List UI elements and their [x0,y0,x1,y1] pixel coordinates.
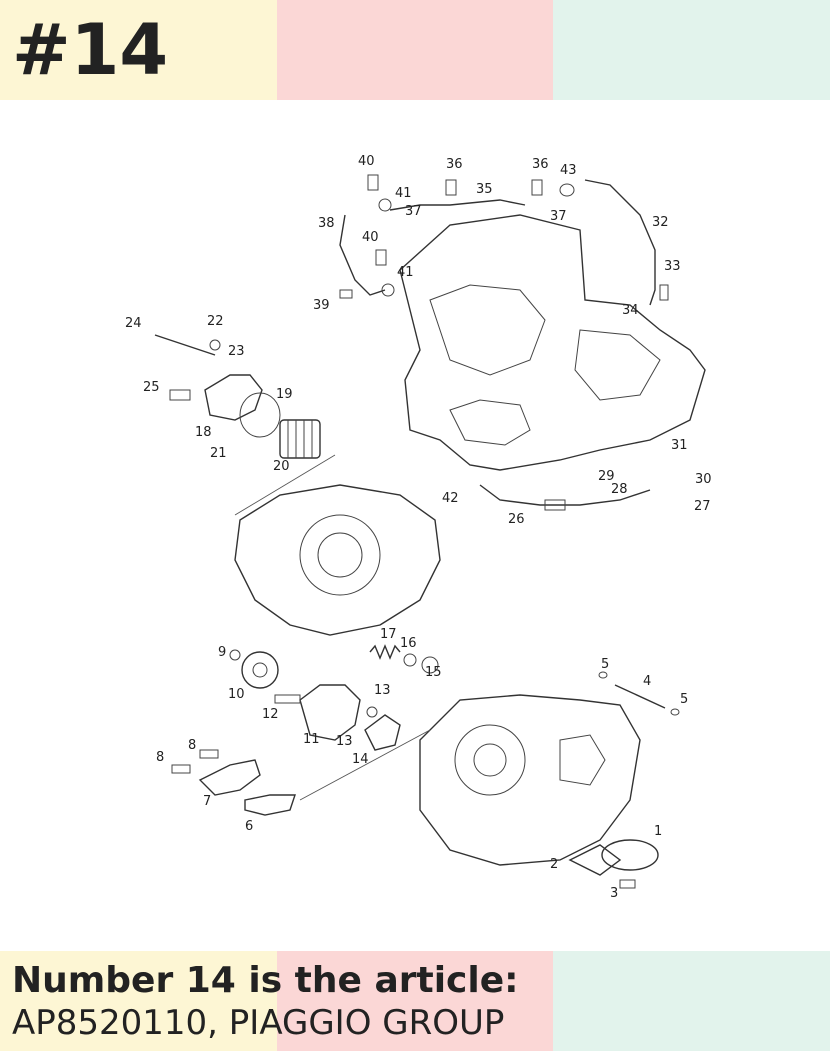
callout-13b: 13 [336,734,353,749]
callout-21: 21 [210,446,227,461]
spring-seal-parts [229,644,439,674]
callout-40a: 40 [358,154,375,169]
callout-6: 6 [245,819,253,834]
callout-37a: 37 [405,204,422,219]
oil-pump [274,684,401,751]
callout-36b: 36 [532,157,549,172]
oil-pipes [339,179,656,511]
header-label: #14 [12,9,169,91]
bolts-top [339,174,669,301]
footer-band [0,951,830,1051]
callout-8b: 8 [156,750,164,765]
callout-13a: 13 [374,683,391,698]
callout-35: 35 [476,182,493,197]
callout-8a: 8 [188,738,196,753]
callout-17: 17 [380,627,397,642]
header-band-yellow [0,0,277,100]
callout-labels: 40 36 36 43 41 37 35 37 32 38 40 41 33 3… [125,154,712,901]
callout-43: 43 [560,163,577,178]
strainer-bowl [568,839,659,889]
callout-20: 20 [273,459,290,474]
oil-filter-assembly [154,334,321,459]
callout-5b: 5 [680,692,688,707]
exploded-parts-diagram: 40 36 36 43 41 37 35 37 32 38 40 41 33 3… [125,154,712,901]
engine-block-upper [399,214,706,471]
callout-27: 27 [694,499,711,514]
crankcase-cover [234,454,441,636]
callout-25: 25 [143,380,160,395]
footer-band-yellow [0,951,277,1051]
callout-31: 31 [671,438,688,453]
callout-33: 33 [664,259,681,274]
callout-9: 9 [218,645,226,660]
callout-42: 42 [442,491,459,506]
callout-39: 39 [313,298,330,313]
callout-38: 38 [318,216,335,231]
callout-10: 10 [228,687,245,702]
callout-34: 34 [622,303,639,318]
callout-23: 23 [228,344,245,359]
callout-41b: 41 [397,265,414,280]
callout-26: 26 [508,512,525,527]
callout-32: 32 [652,215,669,230]
drive-gear [241,651,279,689]
callout-16: 16 [400,636,417,651]
brackets [171,749,296,816]
callout-7: 7 [203,794,211,809]
callout-14: 14 [352,752,369,767]
callout-18: 18 [195,425,212,440]
shaft [598,671,680,716]
article-heading: Number 14 is the article: [12,960,519,1001]
callout-24: 24 [125,316,142,331]
callout-4: 4 [643,674,651,689]
callout-5a: 5 [601,657,609,672]
callout-2: 2 [550,857,558,872]
callout-40b: 40 [362,230,379,245]
callout-12: 12 [262,707,279,722]
callout-15: 15 [425,665,442,680]
callout-3: 3 [610,886,618,901]
header-band-mint [553,0,830,100]
callout-36a: 36 [446,157,463,172]
header-band-pink [276,0,554,100]
callout-41a: 41 [395,186,412,201]
article-number: AP8520110, PIAGGIO GROUP [12,1003,505,1043]
callout-11: 11 [303,732,320,747]
callout-1: 1 [654,824,662,839]
footer-band-pink [276,951,554,1051]
callout-37b: 37 [550,209,567,224]
header-band [0,0,830,100]
callout-28: 28 [611,482,628,497]
callout-22: 22 [207,314,224,329]
crankcase-lower [299,694,641,866]
callout-30: 30 [695,472,712,487]
callout-19: 19 [276,387,293,402]
footer-band-mint [553,951,830,1051]
callout-29: 29 [598,469,615,484]
